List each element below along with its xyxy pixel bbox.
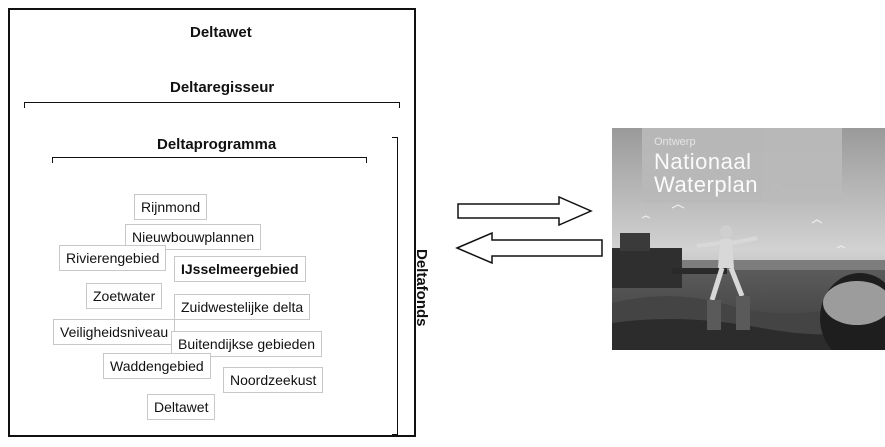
cover-title-line-2: Waterplan bbox=[654, 172, 758, 197]
cover-title-panel: Ontwerp Nationaal Waterplan bbox=[642, 128, 842, 202]
subprogramme-zoetwater: Zoetwater bbox=[86, 283, 163, 309]
beach-photo-illustration bbox=[612, 128, 885, 350]
subprogramme-rijnmond: Rijnmond bbox=[134, 194, 208, 220]
subprogramme-veiligheidsniveau: Veiligheidsniveau bbox=[53, 319, 176, 345]
cover-title: Nationaal Waterplan bbox=[654, 150, 758, 196]
deltaprogramma-bracket-right-tick bbox=[366, 157, 367, 163]
subprogramme-rivierengebied: Rivierengebied bbox=[59, 245, 167, 271]
nationaal-waterplan-cover: Ontwerp Nationaal Waterplan bbox=[612, 128, 885, 350]
subprogramme-ijsselmeergebied: IJsselmeergebied bbox=[174, 256, 306, 282]
deltaregisseur-bracket-left-tick bbox=[24, 102, 25, 108]
deltaprogramma-bracket bbox=[52, 157, 367, 158]
deltaregisseur-bracket-right-tick bbox=[399, 102, 400, 108]
subprogramme-waddengebied: Waddengebied bbox=[103, 353, 211, 379]
subprogramme-deltawet: Deltawet bbox=[147, 394, 216, 420]
deltaprogramma-bracket-left-tick bbox=[52, 157, 53, 163]
cover-subtitle: Ontwerp bbox=[654, 136, 696, 148]
deltawet-title: Deltawet bbox=[190, 24, 252, 41]
deltaprogramma-title: Deltaprogramma bbox=[157, 136, 277, 153]
left-arrow-icon bbox=[455, 231, 603, 265]
deltafonds-label: Deltafonds bbox=[413, 249, 430, 327]
subprogramme-zuidwestelijke-delta: Zuidwestelijke delta bbox=[174, 294, 311, 320]
deltaregisseur-title: Deltaregisseur bbox=[170, 79, 275, 96]
subprogramme-buitendijkse-gebieden: Buitendijkse gebieden bbox=[171, 331, 322, 357]
cover-title-line-1: Nationaal bbox=[654, 149, 752, 174]
deltafonds-bracket bbox=[392, 137, 398, 435]
deltawet-frame bbox=[8, 8, 416, 437]
right-arrow-icon bbox=[457, 196, 593, 226]
deltaregisseur-bracket bbox=[24, 102, 400, 103]
subprogramme-noordzeekust: Noordzeekust bbox=[223, 367, 324, 393]
